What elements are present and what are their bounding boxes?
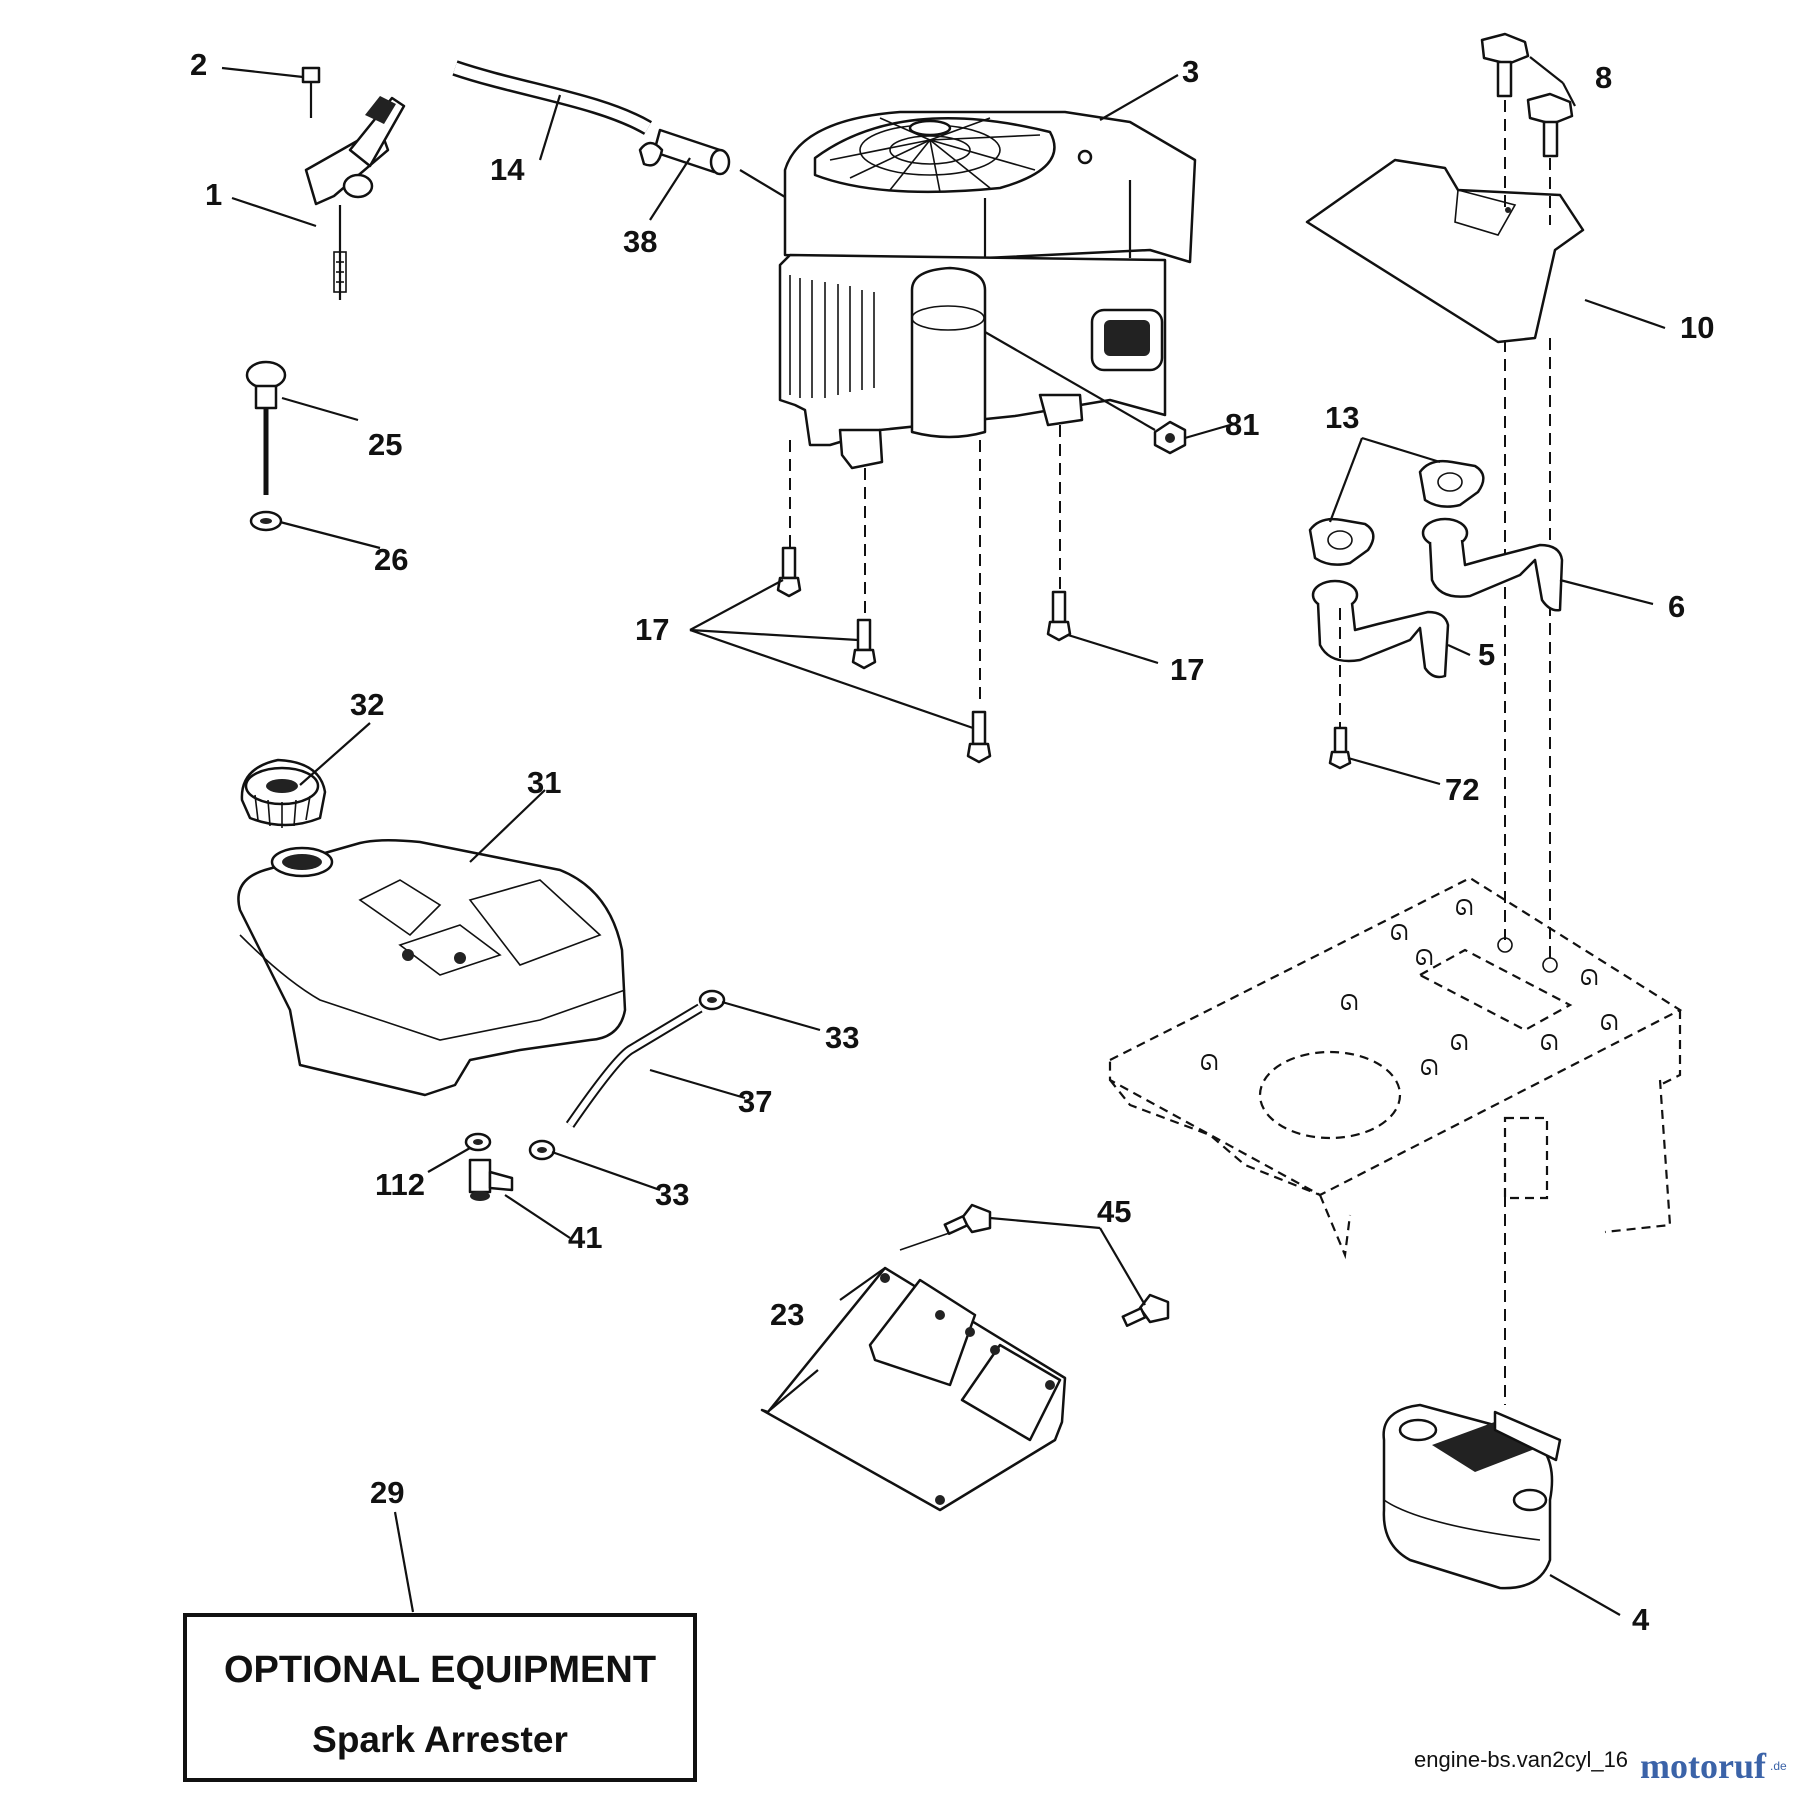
callout-5: 5 [1478, 637, 1495, 672]
bolt-17-part [851, 618, 877, 670]
callout-8: 8 [1595, 60, 1612, 95]
shield-leader [839, 1267, 886, 1301]
callout-23: 23 [770, 1297, 804, 1332]
callout-81: 81 [1225, 407, 1259, 442]
engine-assembly-part [778, 110, 1197, 470]
optional-equipment-box [183, 1613, 697, 1782]
svg-text:ᘏ: ᘏ [1340, 990, 1358, 1015]
screw-45-part [1121, 1293, 1170, 1328]
screw-8-part [1526, 92, 1574, 158]
fuel-hose-part [565, 1003, 703, 1128]
fuel-cap-part [240, 758, 327, 828]
throttle-control-part [301, 66, 406, 300]
svg-text:ᘏ: ᘏ [1450, 1030, 1468, 1055]
callout-13: 13 [1325, 400, 1359, 435]
callout-37: 37 [738, 1084, 772, 1119]
svg-text:ᘏ: ᘏ [1540, 1030, 1558, 1055]
screw-45-part [899, 1203, 992, 1251]
callout-3: 3 [1182, 54, 1199, 89]
bolt-17-part [966, 710, 992, 764]
svg-text:ᘏ: ᘏ [1415, 945, 1433, 970]
watermark-suffix: .de [1770, 1759, 1787, 1773]
exhaust-pipe-5-part [1311, 579, 1450, 679]
washer-part [249, 510, 283, 532]
callout-leader [393, 1511, 415, 1613]
callout-6: 6 [1668, 589, 1685, 624]
chassis-frame-outline: ᘏ ᘏ ᘏ ᘏ ᘏ ᘏ ᘏ ᘏ ᘏ ᘏ [1108, 876, 1683, 1260]
fuel-fitting-part [468, 1158, 514, 1201]
fuel-tank-part [237, 839, 627, 1097]
svg-text:ᘏ: ᘏ [1420, 1055, 1438, 1080]
heat-shield-part [1305, 158, 1585, 344]
drawing-reference: engine-bs.van2cyl_16 [1414, 1747, 1628, 1772]
watermark-brand: motoruf [1640, 1746, 1767, 1786]
callout-41: 41 [568, 1220, 602, 1255]
callout-25: 25 [368, 427, 402, 462]
bolt-17-part [776, 546, 802, 598]
bolt-17-part [1046, 590, 1072, 642]
callout-32: 32 [350, 687, 384, 722]
muffler-part [1382, 1403, 1562, 1590]
callout-1: 1 [205, 177, 222, 212]
callout-38: 38 [623, 224, 657, 259]
callout-45: 45 [1097, 1194, 1131, 1229]
gasket-part [1418, 459, 1485, 508]
svg-text:ᘏ: ᘏ [1455, 895, 1473, 920]
gasket-part [1308, 517, 1375, 566]
callout-31: 31 [527, 765, 561, 800]
callout-10: 10 [1680, 310, 1714, 345]
callout-29: 29 [370, 1475, 404, 1510]
hose-clamp-part [528, 1139, 556, 1161]
svg-text:ᘏ: ᘏ [1390, 920, 1408, 945]
svg-text:ᘏ: ᘏ [1580, 965, 1598, 990]
bolt-72-part [1328, 726, 1352, 770]
callout-33a: 33 [825, 1020, 859, 1055]
engine-mount-dashes [789, 425, 1061, 705]
screw-8-part [1480, 32, 1530, 98]
callout-72: 72 [1445, 772, 1479, 807]
svg-text:ᘏ: ᘏ [1600, 1010, 1618, 1035]
shield-plate-part [760, 1266, 1067, 1512]
svg-text:ᘏ: ᘏ [1200, 1050, 1218, 1075]
spark-arrester-label: Spark Arrester [312, 1719, 568, 1760]
callout-33b: 33 [655, 1177, 689, 1212]
dipstick-part [245, 360, 287, 495]
callout-14: 14 [490, 152, 525, 187]
callout-labels: 2 1 14 38 3 8 10 13 81 25 26 17 17 6 5 7… [190, 47, 1714, 1637]
callout-26: 26 [374, 542, 408, 577]
callout-17a: 17 [635, 612, 669, 647]
exhaust-pipe-6-part [1421, 517, 1564, 612]
fuel-filter-part [638, 128, 791, 201]
bushing-part [464, 1132, 492, 1152]
nut-part [1153, 420, 1187, 455]
callout-112: 112 [375, 1167, 425, 1202]
hose-clamp-part [698, 989, 726, 1011]
fuel-line-part [452, 60, 653, 135]
callout-4: 4 [1632, 1602, 1650, 1637]
optional-equipment-title: OPTIONAL EQUIPMENT [224, 1649, 656, 1691]
callout-2: 2 [190, 47, 207, 82]
callout-leader-lines [221, 56, 1666, 1616]
callout-17b: 17 [1170, 652, 1204, 687]
